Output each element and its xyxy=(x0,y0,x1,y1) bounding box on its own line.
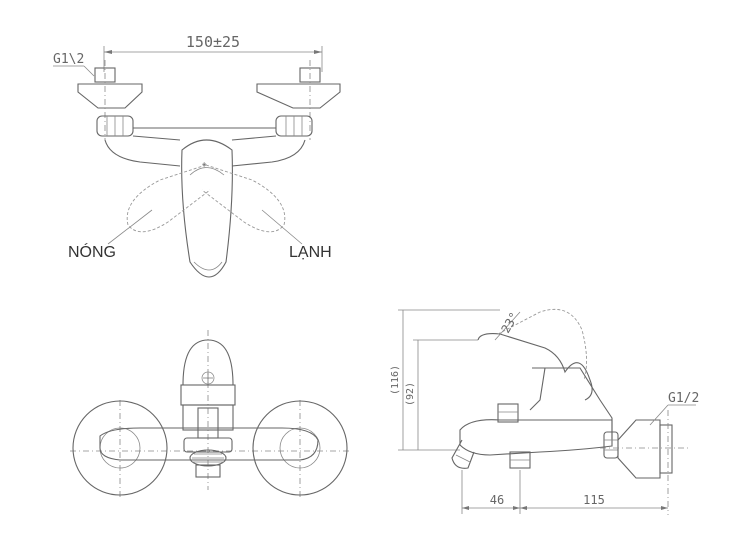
shower-connector xyxy=(195,464,221,478)
handle-side xyxy=(477,333,593,401)
left-flange-front xyxy=(72,400,168,496)
angle-label: 23° xyxy=(498,310,521,336)
hot-label: NÓNG xyxy=(68,242,116,261)
spout-side xyxy=(451,439,475,469)
handle-hot-position xyxy=(126,164,211,233)
right-flange-front xyxy=(252,400,348,496)
left-flange xyxy=(77,83,143,109)
thread-label-side: G1/2 xyxy=(668,391,699,406)
handle-top xyxy=(181,139,233,278)
diverter-side xyxy=(497,403,519,423)
flange-side xyxy=(617,419,661,479)
mixer-body-side xyxy=(459,419,613,456)
side-view: (116) (92) 23° G1/2 xyxy=(390,308,699,515)
front-view xyxy=(70,330,350,500)
logo-front-icon xyxy=(201,371,215,385)
top-view: 150±25 G1\2 ◈ N xyxy=(53,33,341,278)
thread-label-top: G1\2 xyxy=(53,52,84,67)
logo-mark-top: ◈ xyxy=(202,161,207,168)
handle-cold-position xyxy=(201,164,286,233)
handle-front xyxy=(182,339,234,386)
depth-spout-label: 46 xyxy=(490,493,504,507)
spacing-label: 150±25 xyxy=(186,33,240,51)
right-flange xyxy=(256,83,341,109)
height-outlet-label: (92) xyxy=(405,382,416,406)
height-overall-label: (116) xyxy=(390,365,401,395)
aerator-front xyxy=(189,449,227,467)
depth-body-label: 115 xyxy=(583,493,605,507)
nut-side xyxy=(603,431,619,459)
mixer-body-front xyxy=(99,427,319,461)
cold-label: LẠNH xyxy=(289,244,332,261)
